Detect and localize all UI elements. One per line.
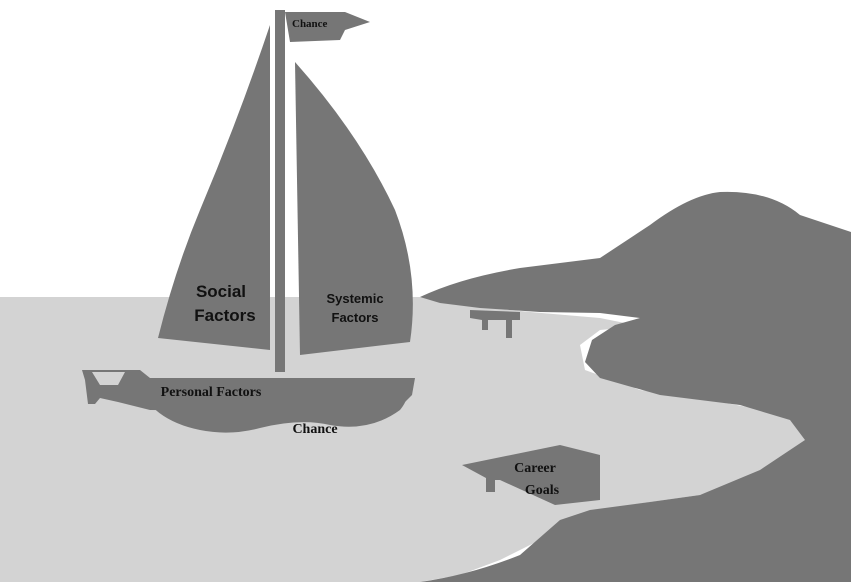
dock-label-line2: Goals [525, 483, 560, 498]
jib-sail-label-line1: Systemic [326, 291, 383, 306]
upper-dock [470, 310, 520, 338]
chance-flag [285, 12, 370, 42]
water-area [0, 297, 810, 582]
dock-label-line1: Career [514, 461, 556, 476]
main-sail-label-line2: Factors [194, 306, 255, 325]
hull-stern-notch [92, 372, 125, 385]
boat-hull [82, 370, 415, 412]
main-sail-label-line1: Social [196, 282, 246, 301]
water-chance-label: Chance [292, 422, 337, 437]
jib-sail-label-line2: Factors [332, 310, 379, 325]
jib-sail [295, 62, 413, 355]
mast [275, 10, 285, 372]
main-sail [158, 25, 270, 350]
hull-label: Personal Factors [161, 385, 262, 400]
shoreline-land [420, 191, 851, 582]
flag-label: Chance [292, 18, 328, 30]
career-goals-dock [462, 445, 600, 505]
